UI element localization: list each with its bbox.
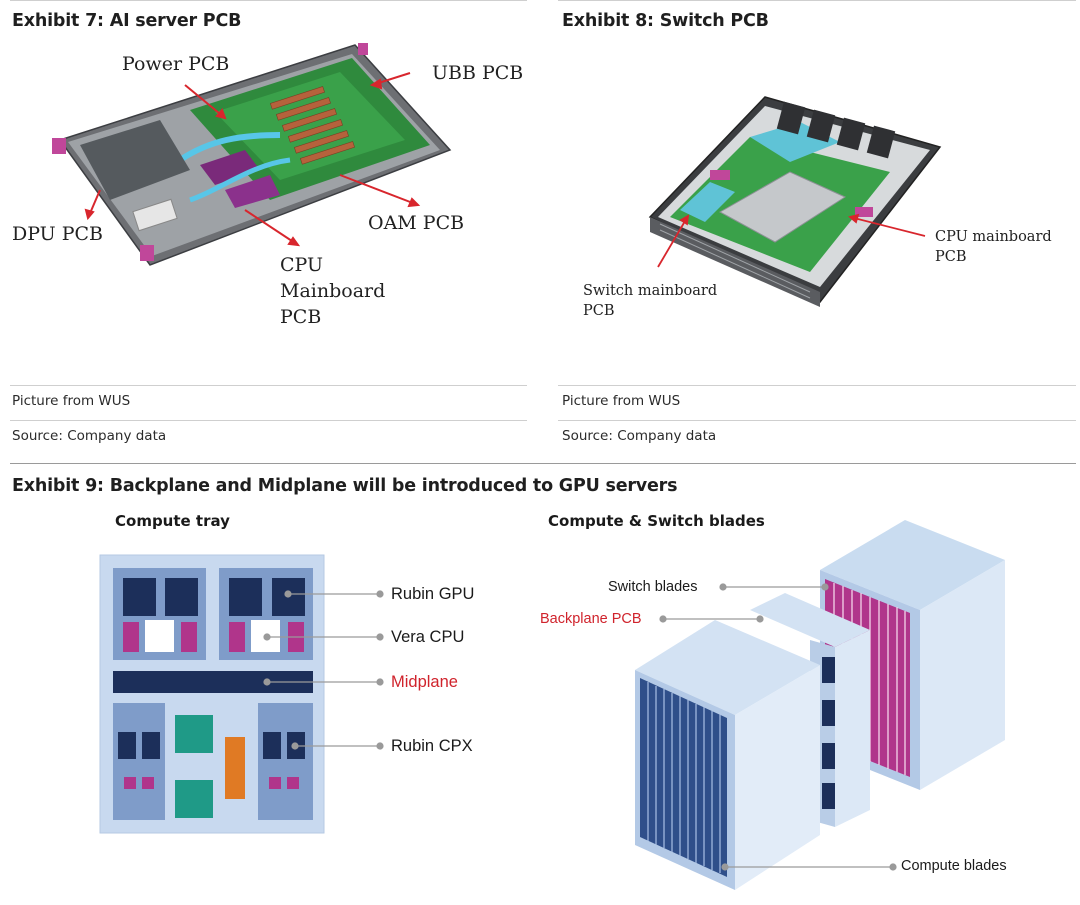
label-compute-blades: Compute blades — [901, 858, 1007, 874]
exhibit9-title: Exhibit 9: Backplane and Midplane will b… — [12, 476, 677, 496]
label-switch-cpu-line2: PCB — [935, 248, 1052, 268]
exhibit8-title: Exhibit 8: Switch PCB — [562, 11, 769, 31]
label-switch-cpu-line1: CPU mainboard — [935, 228, 1052, 248]
ex8-picture-note: Picture from WUS — [562, 393, 680, 409]
ex8-rule-1 — [558, 385, 1076, 386]
label-cpu-line2: Mainboard — [280, 280, 385, 304]
ex7-source: Source: Company data — [12, 428, 166, 444]
top-rule-right — [558, 0, 1076, 1]
exhibit7-title: Exhibit 7: AI server PCB — [12, 11, 241, 31]
blades-diagram — [540, 515, 1020, 895]
label-cpu-mainboard-pcb: CPU Mainboard PCB — [280, 254, 385, 329]
compute-blades-box — [635, 620, 820, 890]
label-ubb-pcb: UBB PCB — [432, 62, 523, 86]
ex7-rule-2 — [10, 420, 527, 421]
label-backplane-pcb: Backplane PCB — [540, 611, 642, 627]
label-cpu-line1: CPU — [280, 254, 385, 278]
label-midplane: Midplane — [391, 673, 458, 692]
label-switch-main-line1: Switch mainboard — [583, 282, 717, 302]
label-cpu-line3: PCB — [280, 306, 385, 330]
ex8-source: Source: Company data — [562, 428, 716, 444]
ex7-rule-1 — [10, 385, 527, 386]
cpx-module-right — [258, 703, 313, 820]
label-switch-mainboard: Switch mainboard PCB — [583, 282, 717, 321]
label-power-pcb: Power PCB — [122, 53, 229, 77]
label-switch-blades: Switch blades — [608, 579, 697, 595]
switch-pcb-illustration — [640, 92, 950, 312]
ex7-picture-note: Picture from WUS — [12, 393, 130, 409]
label-switch-cpu-mainboard: CPU mainboard PCB — [935, 228, 1052, 267]
top-rule-left — [10, 0, 527, 1]
label-oam-pcb: OAM PCB — [368, 212, 464, 236]
label-vera-cpu: Vera CPU — [391, 628, 464, 647]
label-rubin-cpx: Rubin CPX — [391, 737, 473, 756]
ex8-rule-2 — [558, 420, 1076, 421]
label-dpu-pcb: DPU PCB — [12, 223, 103, 247]
label-switch-main-line2: PCB — [583, 302, 717, 322]
cpx-module-left — [113, 703, 165, 820]
compute-tray-title: Compute tray — [115, 512, 230, 530]
ex9-top-rule — [10, 463, 1076, 464]
label-rubin-gpu: Rubin GPU — [391, 585, 474, 604]
